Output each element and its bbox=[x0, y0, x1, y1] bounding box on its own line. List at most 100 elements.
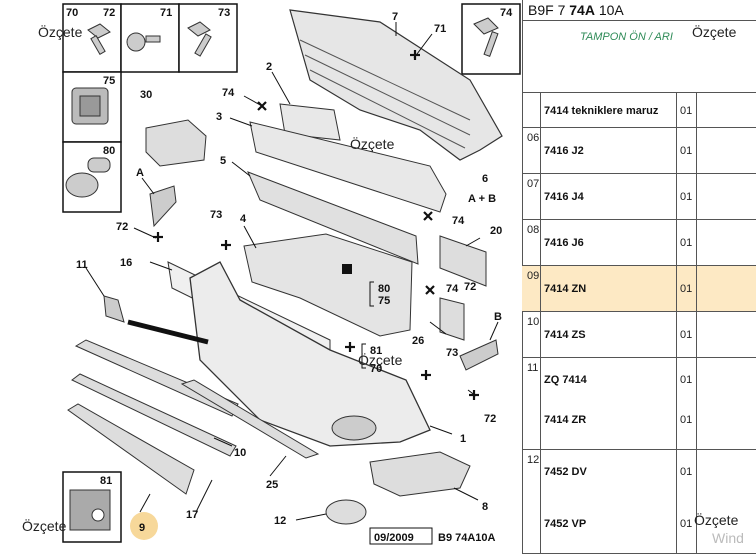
callout: 80 bbox=[378, 283, 390, 295]
part-code: 7414 ZS bbox=[544, 329, 586, 341]
row-index: 09 bbox=[527, 270, 540, 282]
column-divider bbox=[540, 266, 541, 311]
part-code: 7416 J2 bbox=[544, 145, 584, 157]
callout: 75 bbox=[378, 295, 390, 307]
part-5-absorber bbox=[247, 171, 419, 265]
callout: 10 bbox=[234, 447, 246, 459]
watermark-ozcete: Özçete bbox=[38, 24, 83, 40]
part-10-strip bbox=[71, 373, 237, 457]
row-index: 06 bbox=[527, 132, 540, 144]
part-code: 7416 J4 bbox=[544, 191, 584, 203]
column-divider bbox=[540, 93, 541, 127]
callout: 70 bbox=[66, 7, 78, 19]
column-divider bbox=[676, 266, 677, 311]
part-code: 7414 tekniklere maruz bbox=[544, 104, 659, 117]
part-9-grille bbox=[67, 403, 195, 495]
part-8-foglight-bezel bbox=[369, 451, 471, 497]
part-4-shield bbox=[243, 233, 413, 337]
callout: 71 bbox=[434, 23, 446, 35]
column-divider bbox=[676, 358, 677, 449]
callout: 8 bbox=[482, 501, 488, 513]
callouts: 70 72 71 73 74 75 80 30 7 71 2 74 3 5 6 … bbox=[66, 7, 513, 527]
panel-subtitle: TAMPON ÖN / ARI bbox=[580, 31, 673, 43]
ref-code: B9 74A10A bbox=[438, 532, 496, 544]
watermark-ozcete: Özçete bbox=[692, 24, 737, 40]
callout: 20 bbox=[490, 225, 502, 237]
callout: 12 bbox=[274, 515, 286, 527]
column-divider bbox=[696, 266, 697, 311]
callout: 11 bbox=[76, 259, 88, 271]
column-divider bbox=[540, 174, 541, 219]
callout: 74 bbox=[446, 283, 459, 295]
part-12-cover bbox=[325, 499, 367, 525]
screw-icon bbox=[65, 17, 499, 531]
square-marker bbox=[342, 264, 352, 274]
callout: 74 bbox=[222, 87, 235, 99]
callout: 81 bbox=[370, 345, 382, 357]
leader-lines bbox=[85, 22, 499, 521]
windows-watermark: Wind bbox=[712, 530, 744, 546]
part-lower-grille bbox=[74, 339, 239, 417]
column-divider bbox=[696, 128, 697, 173]
part-quantity: 01 bbox=[680, 237, 693, 249]
watermark-ozcete: Özçete bbox=[694, 512, 739, 528]
callout: 7 bbox=[392, 11, 398, 23]
date-code: 09/2009 bbox=[374, 532, 414, 544]
parts-list-panel: B9F 7 74A 10A TAMPON ÖN / ARI 7414 tekni… bbox=[522, 0, 756, 554]
parts-row[interactable]: 06 7416 J2 01 bbox=[522, 128, 756, 174]
callout: A bbox=[136, 167, 144, 179]
callout: 72 bbox=[484, 413, 496, 425]
column-divider bbox=[540, 220, 541, 265]
part-1-bumper bbox=[189, 261, 431, 447]
callout: 73 bbox=[446, 347, 458, 359]
column-divider bbox=[696, 174, 697, 219]
watermark-ozcete: Özçete bbox=[350, 136, 395, 152]
callout: 16 bbox=[120, 257, 132, 269]
callout: 71 bbox=[160, 7, 172, 19]
part-20-grille bbox=[439, 235, 487, 287]
part-code: 7416 J6 bbox=[544, 237, 584, 249]
parts-diagram: 70 72 71 73 74 75 80 30 7 71 2 74 3 5 6 … bbox=[62, 3, 521, 545]
callout: 30 bbox=[140, 89, 152, 101]
row-index: 10 bbox=[527, 316, 540, 328]
callout: 73 bbox=[218, 7, 230, 19]
callout: 74 bbox=[500, 7, 513, 19]
part-quantity: 01 bbox=[680, 145, 693, 157]
column-divider bbox=[696, 93, 697, 127]
parts-row[interactable]: 09 7414 ZN 01 bbox=[522, 266, 756, 312]
x-markers bbox=[257, 101, 435, 295]
column-divider bbox=[696, 312, 697, 357]
part-code: 7414 ZN bbox=[544, 283, 587, 295]
column-divider bbox=[676, 450, 677, 553]
column-divider bbox=[696, 220, 697, 265]
part-quantity: 01 bbox=[680, 518, 693, 530]
part-2-bracket bbox=[279, 103, 341, 141]
column-divider bbox=[696, 358, 697, 449]
grille-slats bbox=[299, 39, 471, 149]
callout: 6 bbox=[482, 173, 488, 185]
watermark-ozcete: Özçete bbox=[22, 518, 67, 534]
callout: 73 bbox=[210, 209, 222, 221]
column-divider bbox=[540, 128, 541, 173]
callout: 26 bbox=[412, 335, 424, 347]
part-code: 7452 DV bbox=[544, 466, 587, 478]
column-divider bbox=[676, 220, 677, 265]
part-26-grille bbox=[439, 297, 465, 341]
watermark-ozcete: Özçete bbox=[358, 352, 403, 368]
part-quantity: 01 bbox=[680, 283, 693, 295]
part-code: ZQ 7414 bbox=[544, 374, 587, 386]
parts-row[interactable]: 7414 tekniklere maruz 01 bbox=[522, 93, 756, 128]
part-b-bracket bbox=[459, 339, 499, 371]
part-3-beam bbox=[249, 121, 447, 213]
part-11-bracket bbox=[103, 295, 125, 323]
part-quantity: 01 bbox=[680, 104, 693, 117]
part-quantity: 01 bbox=[680, 414, 693, 426]
part-quantity: 01 bbox=[680, 191, 693, 203]
callout-highlighted: 9 bbox=[139, 522, 145, 534]
column-divider bbox=[696, 450, 697, 553]
callout: A + B bbox=[468, 193, 496, 205]
